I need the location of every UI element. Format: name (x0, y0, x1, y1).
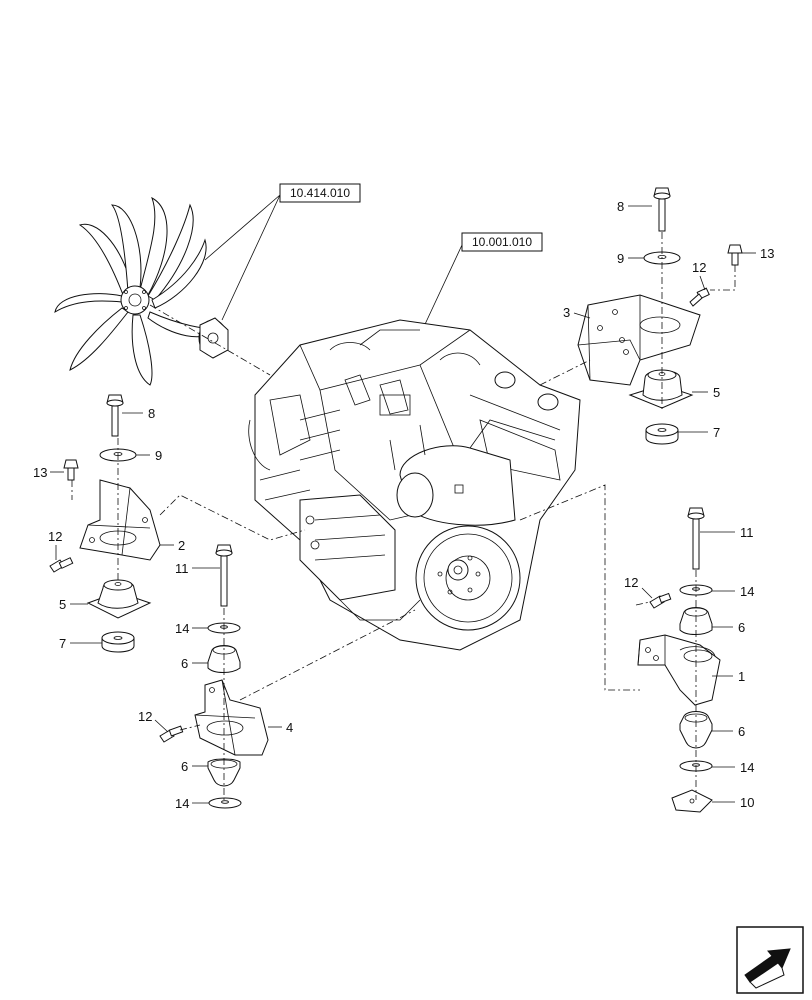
callout-6: 6 (181, 656, 188, 671)
callout-11: 11 (740, 525, 754, 540)
plate-10 (671, 789, 713, 813)
callout-5: 5 (713, 385, 720, 400)
damper-7-right (645, 423, 679, 445)
callout-6: 6 (738, 620, 745, 635)
rubber-6-front-right-bottom (679, 711, 713, 749)
callout-12: 12 (692, 260, 706, 275)
washer-14-front-left-bottom (208, 797, 242, 809)
engine-reference-leader (419, 244, 463, 336)
engine-bracket-2 (79, 479, 161, 561)
callout-11: 11 (175, 561, 189, 576)
callout-12: 12 (48, 529, 62, 544)
callout-9: 9 (617, 251, 624, 266)
fan-spacer (198, 317, 229, 359)
front-right-axis-line (519, 484, 697, 800)
damper-7-left (101, 631, 135, 653)
callout-8: 8 (617, 199, 624, 214)
callout-labels: 8 9 13 12 3 5 7 8 9 13 12 2 5 7 11 14 6 (33, 199, 774, 811)
callout-8: 8 (148, 406, 155, 421)
callout-12: 12 (138, 709, 152, 724)
callout-6: 6 (738, 724, 745, 739)
bolt-12-upper-right (689, 287, 710, 307)
fan-reference-leader (204, 194, 281, 321)
callout-5: 5 (59, 597, 66, 612)
front-left-axis-line (179, 608, 416, 800)
bolt-8-upper-right (653, 187, 671, 232)
callout-14: 14 (175, 621, 189, 636)
callout-14: 14 (740, 760, 754, 775)
callout-2: 2 (178, 538, 185, 553)
bolt-12-front-right (649, 592, 672, 609)
callout-12: 12 (624, 575, 638, 590)
right-rear-axis-line (539, 232, 736, 410)
bolt-11-front-right (687, 507, 705, 570)
rubber-mount-5-left (86, 579, 152, 619)
callout-13: 13 (760, 246, 774, 261)
bolt-8-left (106, 394, 124, 437)
cooling-fan (54, 196, 220, 386)
bolt-11-front-left (215, 544, 233, 607)
callout-7: 7 (59, 636, 66, 651)
fan-axis-line (149, 304, 271, 376)
bolt-13-upper-right (727, 244, 743, 266)
engine-bracket-3 (577, 294, 701, 386)
next-page-arrow-icon[interactable] (736, 926, 804, 994)
callout-4: 4 (286, 720, 293, 735)
bolt-13-left (63, 459, 79, 481)
callout-6: 6 (181, 759, 188, 774)
callout-3: 3 (563, 305, 570, 320)
fan-reference-label[interactable]: 10.414.010 (290, 186, 350, 200)
engine-reference-label[interactable]: 10.001.010 (472, 235, 532, 249)
engine-assembly (248, 319, 581, 651)
bolt-12-front-left (159, 725, 184, 743)
callout-7: 7 (713, 425, 720, 440)
callout-10: 10 (740, 795, 754, 810)
callout-14: 14 (175, 796, 189, 811)
engine-reference-box[interactable]: 10.001.010 (461, 232, 543, 252)
callout-14: 14 (740, 584, 754, 599)
callout-9: 9 (155, 448, 162, 463)
engine-bracket-4 (194, 679, 269, 756)
fan-reference-box[interactable]: 10.414.010 (279, 183, 361, 203)
bolt-12-left (49, 557, 74, 573)
rubber-mount-5-right (628, 369, 694, 409)
left-rear-axis-line (71, 438, 306, 580)
engine-bracket-1 (637, 634, 721, 706)
callout-13: 13 (33, 465, 47, 480)
callout-1: 1 (738, 669, 745, 684)
